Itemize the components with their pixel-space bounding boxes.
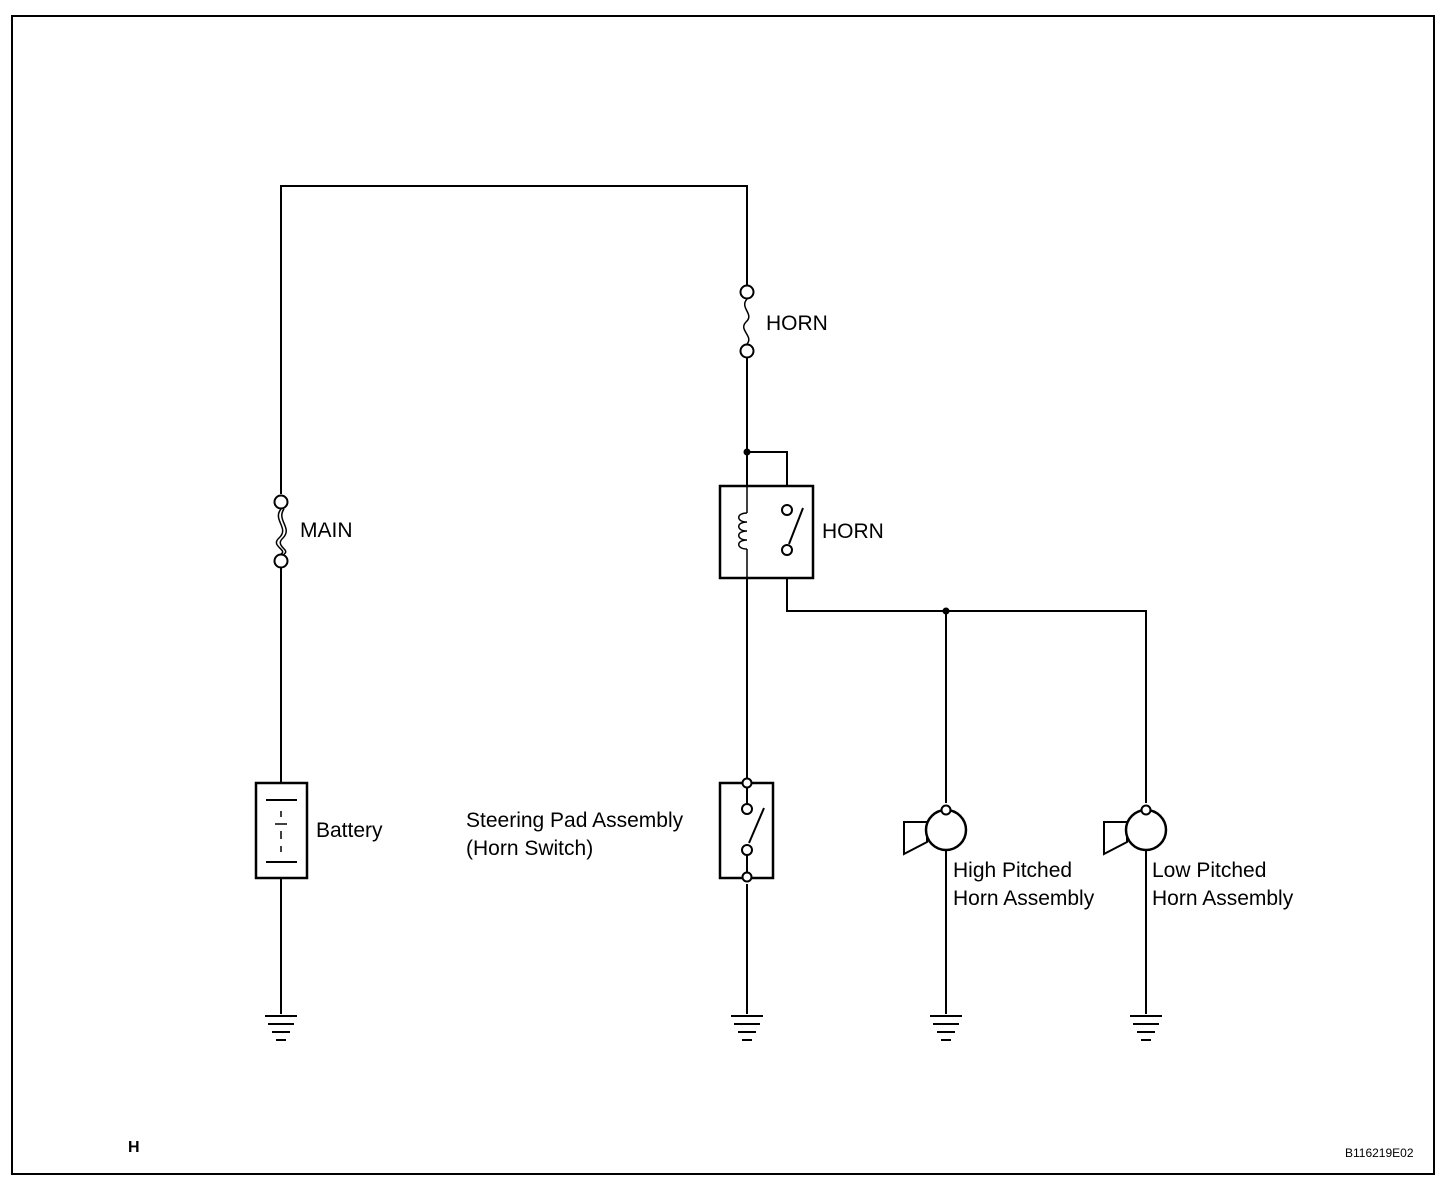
junction-dot [942, 607, 950, 615]
footer-letter: H [128, 1139, 140, 1156]
high-horn-label-line2: Horn Assembly [953, 887, 1095, 910]
ground-steering [731, 1015, 763, 1041]
junction-dot [743, 448, 751, 456]
frame-border [11, 15, 1435, 1175]
steering-pad-label-line1: Steering Pad Assembly [466, 809, 684, 832]
ground-battery [265, 1015, 297, 1041]
battery [254, 781, 309, 880]
main-fuse-label: MAIN [300, 519, 353, 542]
low-pitched-horn-icon [1103, 804, 1168, 856]
steering-horn-switch [718, 777, 775, 883]
ground-high-horn [930, 1015, 962, 1041]
center-branch-wiring [746, 358, 1147, 1014]
horn-fuse [739, 284, 755, 359]
main-fuse [273, 494, 289, 569]
steering-pad-label-line2: (Horn Switch) [466, 837, 593, 860]
low-horn-label-line1: Low Pitched [1152, 859, 1266, 882]
main-branch-wiring [280, 185, 748, 1014]
horn-relay [718, 484, 815, 580]
ground-low-horn [1130, 1015, 1162, 1041]
high-pitched-horn-icon [903, 804, 968, 856]
horn-relay-label: HORN [822, 520, 884, 543]
figure-code: B116219E02 [1345, 1146, 1414, 1160]
low-horn-label-line2: Horn Assembly [1152, 887, 1294, 910]
high-horn-label-line1: High Pitched [953, 859, 1072, 882]
battery-label: Battery [316, 819, 383, 842]
horn-fuse-label: HORN [766, 312, 828, 335]
